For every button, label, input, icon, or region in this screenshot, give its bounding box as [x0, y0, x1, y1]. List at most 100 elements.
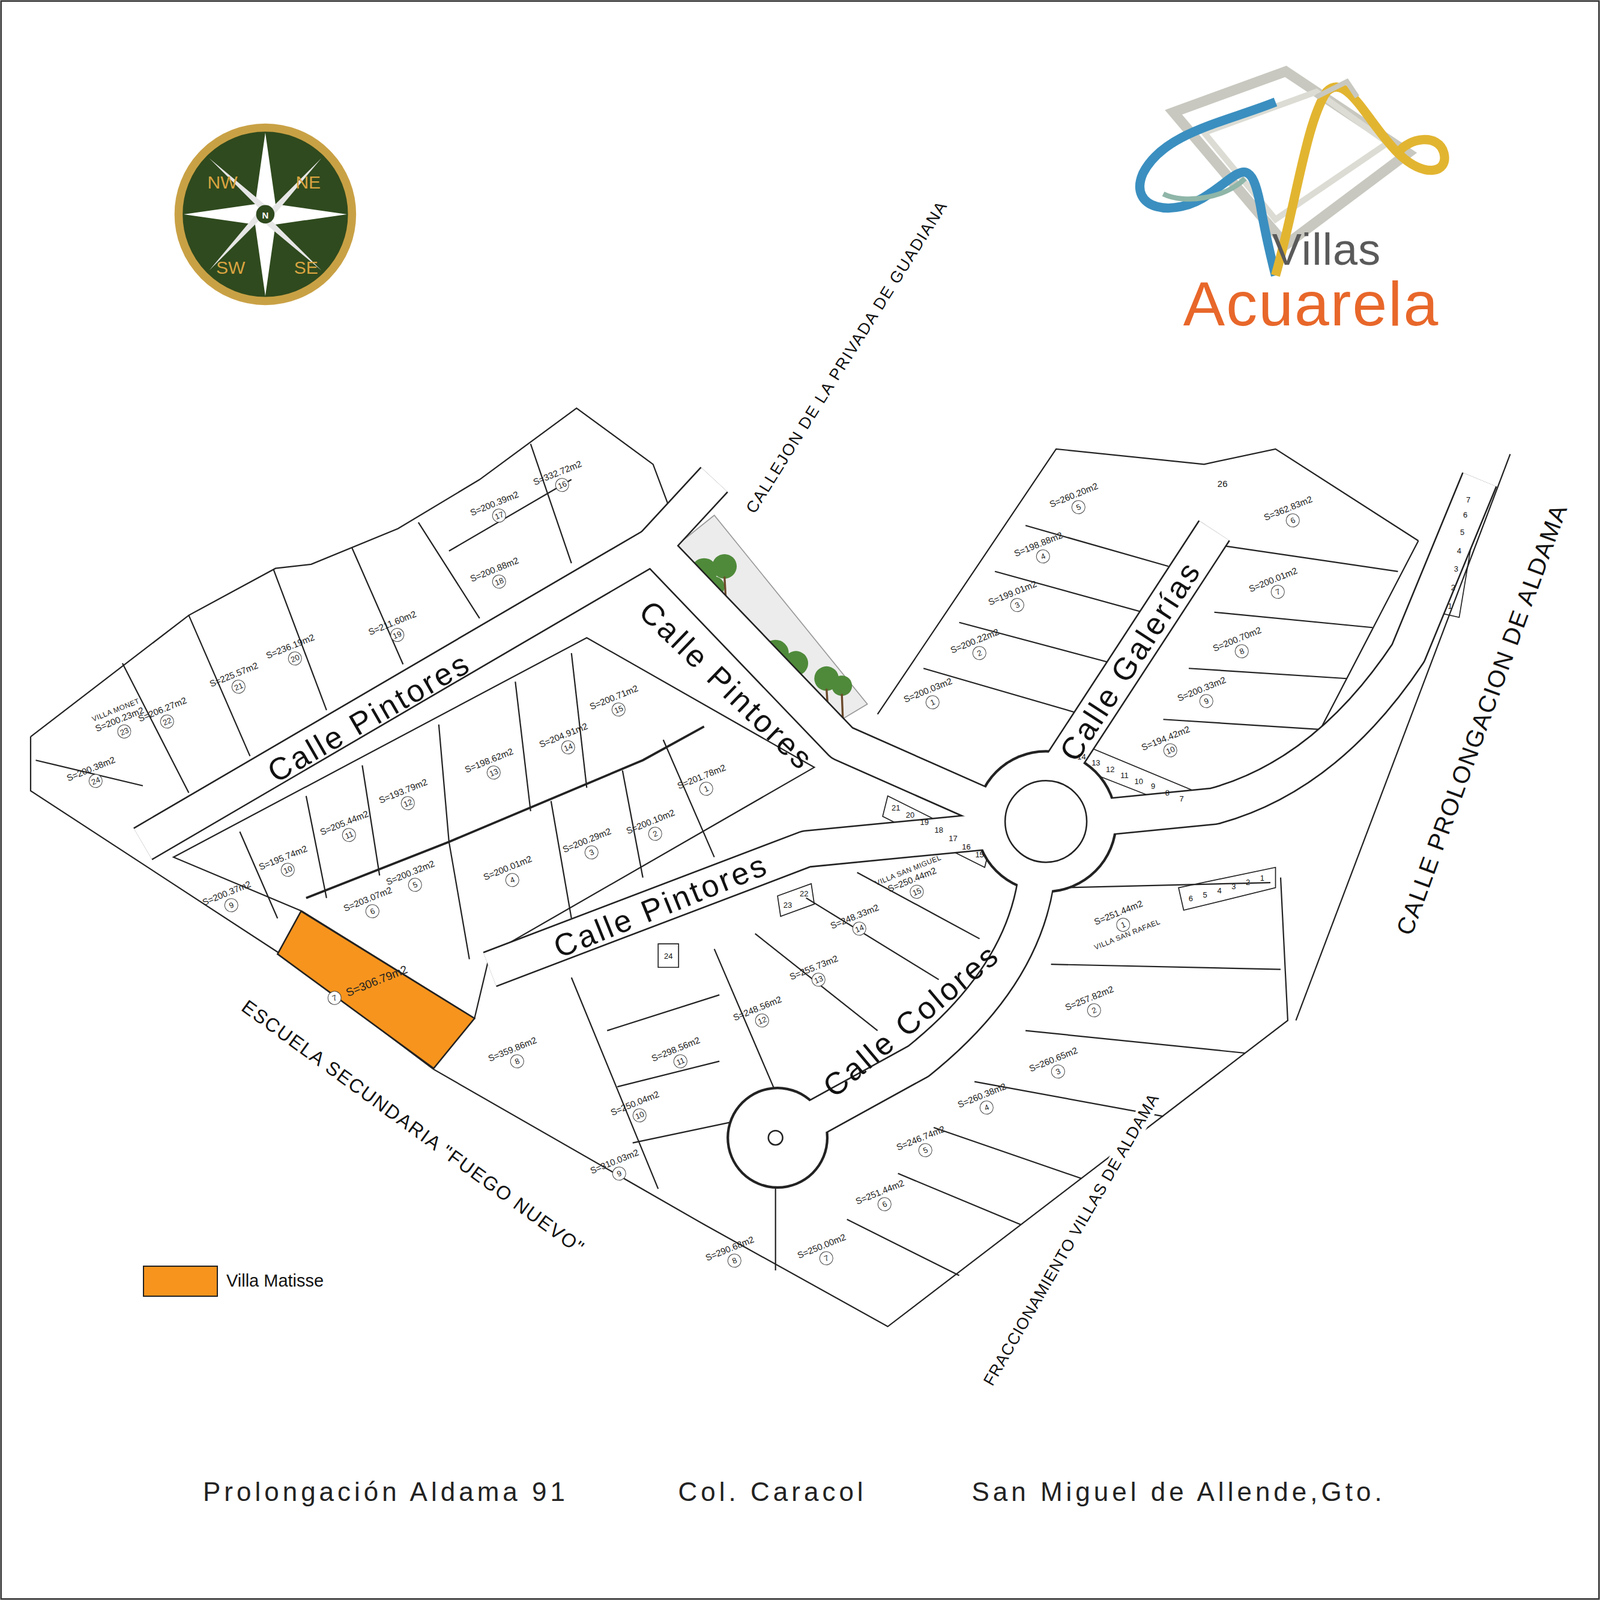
lot-label: S=260.38m24: [956, 1080, 1014, 1124]
address-text: Prolongación Aldama 91: [202, 1477, 569, 1507]
street-name: CALLEJON DE LA PRIVADA DE GUADIANA: [741, 196, 952, 519]
lot-label: S=251.44m26: [854, 1177, 912, 1220]
lot-label: S=250.04m210: [609, 1089, 667, 1132]
lot-number: 1: [697, 779, 716, 798]
unit-number: 7: [1466, 495, 1471, 505]
lot-number: 8: [508, 1052, 527, 1071]
lot-label: S=193.79m212: [377, 776, 435, 819]
unit-number: 22: [799, 889, 809, 899]
lot-label: S=200.22m22: [949, 626, 1007, 670]
lot-number: 15: [907, 883, 926, 902]
lot-label: S=200.01m27: [1246, 565, 1305, 609]
lot-label: S=251.44m21VILLA SAN RAFAEL: [1083, 894, 1162, 953]
lot-number: 11: [671, 1052, 690, 1071]
unit-number: 5: [1203, 890, 1208, 899]
lot-number: 6: [363, 902, 382, 921]
unit-number: 4: [1216, 886, 1222, 896]
lot-label: S=200.03m21: [902, 675, 960, 719]
unit-number: 6: [1188, 894, 1193, 903]
lot-area: S=306.79m2: [344, 963, 410, 1000]
lot-label: S=200.70m28: [1210, 624, 1268, 668]
unit-number: 3: [1231, 882, 1236, 891]
logo: [1140, 71, 1446, 276]
compass-rose: [178, 127, 352, 301]
street-name: Calle Colores: [816, 937, 1007, 1105]
lot-label: S=200.33m29: [1175, 674, 1233, 718]
unit-number: 9: [1150, 782, 1156, 791]
address-text: Col. Caracol: [678, 1477, 867, 1507]
lot-number: 12: [753, 1011, 772, 1030]
lot-label: VILLA SAN MIGUELS=250.44m215: [874, 853, 953, 912]
unit-number: 21: [891, 803, 900, 813]
lot-label: S=260.65m23: [1027, 1044, 1085, 1088]
logo-text: Acuarela: [1183, 269, 1440, 339]
unit-number: 1: [1448, 601, 1453, 610]
compass-label: NE: [295, 171, 321, 192]
street-name: Calle Pintores: [549, 847, 774, 965]
legend-label: Villa Matisse: [226, 1270, 324, 1291]
lot-lines: [30, 408, 1510, 1327]
lot-label: S=332.72m216: [531, 458, 589, 501]
unit-number: 19: [920, 818, 929, 827]
unit-number: 23: [783, 900, 792, 909]
lot-number: 22: [158, 712, 177, 731]
unit-number: 3: [1454, 564, 1459, 574]
lot-label: S=200.29m23: [561, 825, 619, 869]
address-text: San Miguel de Allende,Gto.: [971, 1477, 1386, 1507]
unit-number: 13: [1091, 758, 1100, 768]
unit-number: 8: [1165, 788, 1170, 797]
lot-number: 2: [970, 644, 989, 663]
lot-label: S=298.56m211: [650, 1034, 708, 1078]
logo-text: Villas: [1272, 225, 1382, 275]
lot-label: S=246.74m25: [895, 1123, 953, 1166]
street-name: Calle Pintores: [632, 594, 821, 778]
lot-number: 6: [1284, 511, 1303, 530]
lot-number: 7: [325, 988, 344, 1007]
lot-number: 5: [1069, 498, 1088, 517]
callout-number: 26: [1215, 478, 1230, 489]
lot-label: S=250.00m27: [796, 1231, 854, 1275]
lot-number: 3: [1008, 596, 1027, 615]
legend-swatch: [142, 1265, 218, 1297]
lot-label: S=195.74m210: [256, 842, 314, 886]
lot-label: S=257.82m22: [1063, 984, 1121, 1027]
lot-label: S=200.39m217: [468, 488, 526, 532]
lot-label: VILLA MONETS=200.23m223: [90, 697, 151, 748]
lot-label: S=199.01m23: [987, 578, 1045, 622]
unit-number: 20: [905, 811, 915, 820]
unit-number: 15: [975, 850, 984, 860]
lot-label: S=310.03m29: [588, 1146, 647, 1190]
unit-number: 12: [1105, 764, 1115, 774]
lot-number: 5: [406, 875, 425, 894]
street-name: Calle Pintores: [262, 645, 477, 789]
unit-number: 11: [1120, 771, 1129, 780]
unit-number: 24: [664, 951, 673, 960]
lot-label: S=201.78m21: [675, 762, 733, 806]
lot-number: 12: [399, 794, 418, 813]
lot-label: S=200.37m29: [201, 878, 259, 921]
lot-label: S=225.57m221: [208, 660, 266, 704]
compass-label: SE: [294, 257, 319, 278]
lot-number: 7: [817, 1249, 836, 1268]
lot-label: S=204.91m214: [537, 720, 595, 764]
lot-label: S=198.88m24: [1012, 529, 1070, 573]
lot-label: S=359.86m28: [486, 1034, 544, 1078]
lot-label: S=205.44m211: [318, 808, 376, 851]
highlighted-lot: 7S=306.79m2: [325, 962, 410, 1007]
lot-label: S=203.07m26: [341, 884, 399, 928]
lot-label: S=290.68m28: [704, 1233, 762, 1277]
unit-number: 1: [1260, 874, 1265, 883]
lot-label: S=198.62m213: [463, 746, 521, 789]
unit-number: 16: [961, 842, 971, 852]
lot-label: S=200.38m224: [65, 754, 123, 797]
lot-label: S=200.32m25: [384, 857, 442, 901]
neighbor-name: ESCUELA SECUNDARIA "FUEGO NUEVO": [236, 994, 591, 1260]
lot-label: S=248.33m214: [828, 902, 886, 945]
lot-number: 21: [229, 677, 248, 696]
lot-label: S=194.42m210: [1140, 723, 1198, 767]
unit-number: 17: [948, 834, 957, 843]
lot-label: S=255.73m213: [787, 953, 845, 997]
unit-number: 2: [1245, 878, 1250, 887]
lot-label: S=200.10m22: [624, 806, 682, 850]
